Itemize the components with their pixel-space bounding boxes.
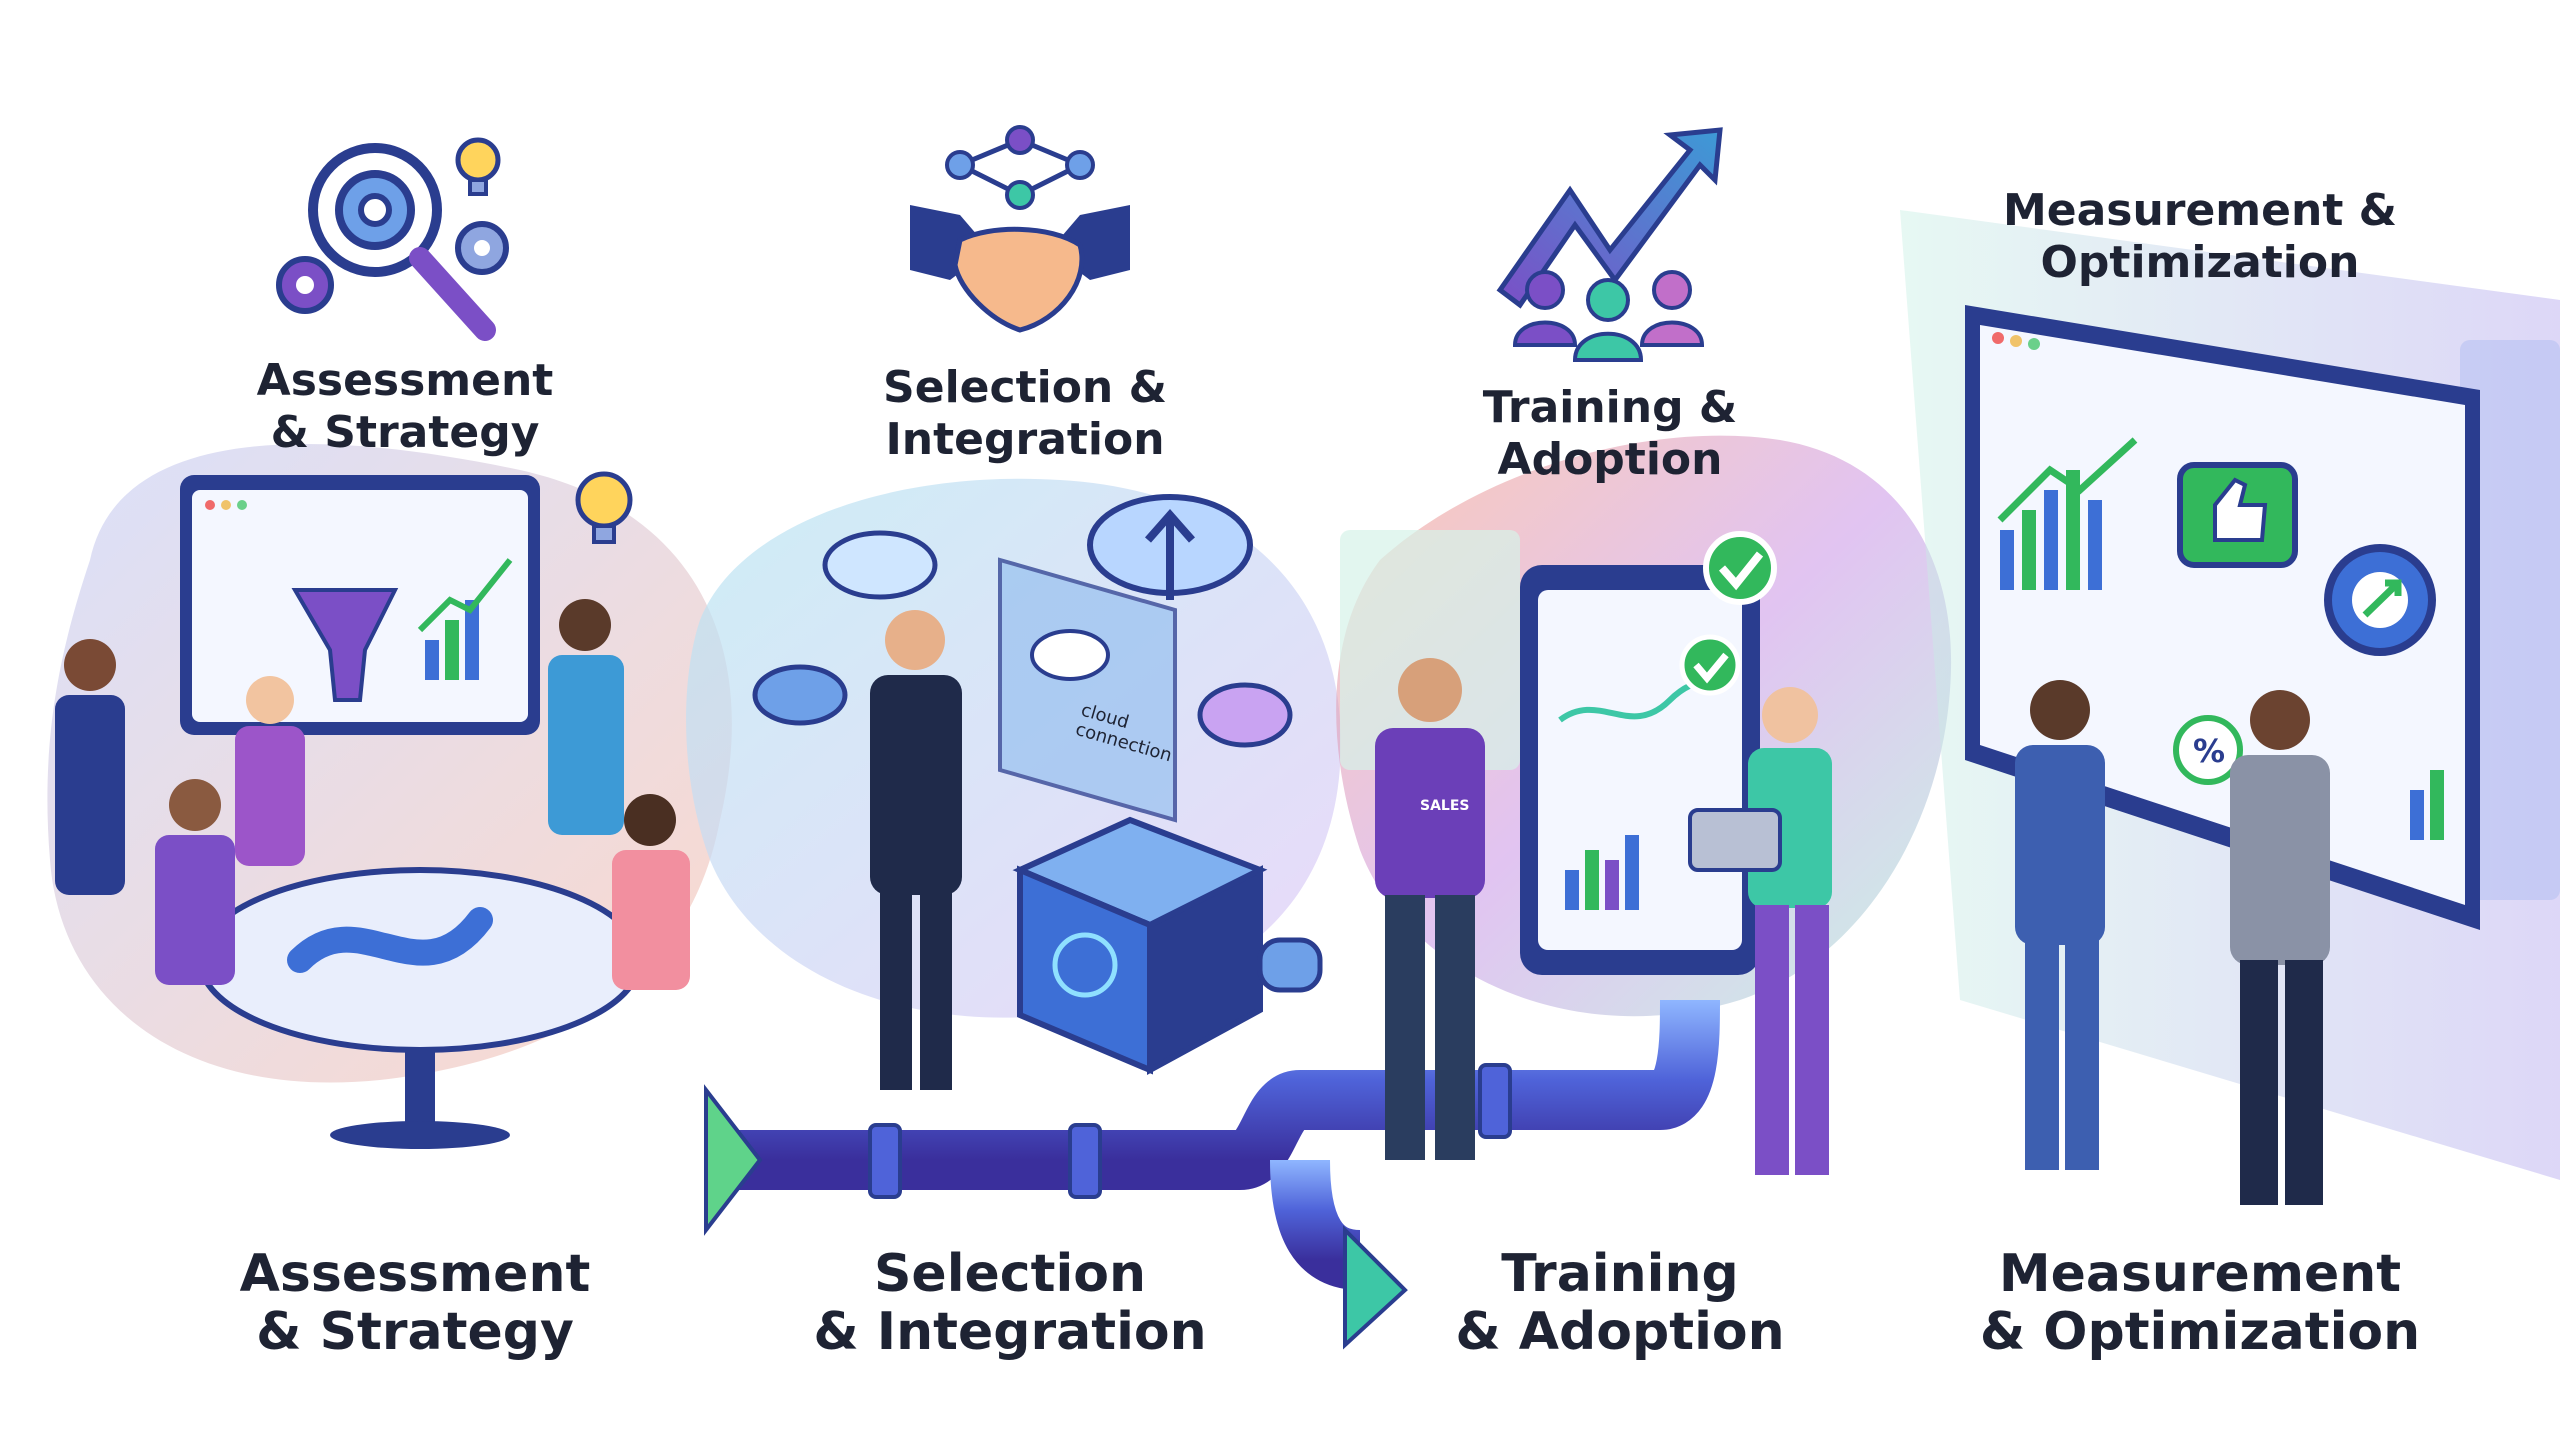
gear-arrow-icon bbox=[2324, 544, 2436, 656]
team-members-stage-4 bbox=[2015, 680, 2330, 1205]
stage-4-bottom-title: Measurement & Optimization bbox=[1979, 1244, 2421, 1363]
team-members-stage-1 bbox=[55, 599, 690, 990]
thumbs-up-icon bbox=[2177, 462, 2298, 568]
cloud-upload-icon bbox=[1087, 494, 1253, 600]
stage-1-bottom-title: Assessment & Strategy bbox=[239, 1244, 591, 1363]
magnifier-gear-icon bbox=[276, 143, 509, 341]
stage-4-top-title: Measurement & Optimization bbox=[2002, 185, 2398, 288]
shirt-tag: SALES bbox=[1420, 798, 1470, 814]
stage-2-top-title: Selection & Integration bbox=[883, 362, 1167, 465]
pipe-arrow-left bbox=[704, 1084, 763, 1236]
training-tablet bbox=[1520, 565, 1760, 975]
pipeline bbox=[704, 999, 1720, 1350]
handshake-network-icon bbox=[910, 125, 1130, 333]
stage-1-top-title: Assessment & Strategy bbox=[256, 355, 554, 458]
lightbulb-icon-small bbox=[575, 471, 633, 544]
percent-badge-text: % bbox=[2193, 732, 2225, 770]
trainee-stage-3 bbox=[1688, 687, 1832, 1175]
round-table bbox=[197, 867, 643, 1149]
strategy-screen bbox=[180, 475, 540, 735]
stage-2-bottom-title: Selection & Integration bbox=[813, 1244, 1207, 1363]
trainer-stage-3 bbox=[1375, 658, 1485, 1160]
growth-arrow-team-icon bbox=[1496, 127, 1723, 362]
pipe-arrow-right bbox=[1343, 1225, 1408, 1350]
lightbulb-icon bbox=[455, 137, 501, 196]
presenter-stage-2 bbox=[870, 610, 962, 1090]
stage-3-top-title: Training & Adoption bbox=[1482, 382, 1738, 485]
floating-panel-right bbox=[2460, 340, 2560, 900]
floating-panel-left bbox=[1340, 530, 1520, 770]
checkmark-icon bbox=[1679, 531, 1777, 696]
server-cube bbox=[1012, 816, 1323, 1076]
stage-3-bottom-title: Training & Adoption bbox=[1455, 1244, 1785, 1363]
percent-badge bbox=[2173, 715, 2243, 785]
cloud-icons bbox=[752, 530, 1293, 748]
cloud-connection-panel bbox=[998, 557, 1177, 823]
funnel-icon bbox=[291, 588, 399, 702]
